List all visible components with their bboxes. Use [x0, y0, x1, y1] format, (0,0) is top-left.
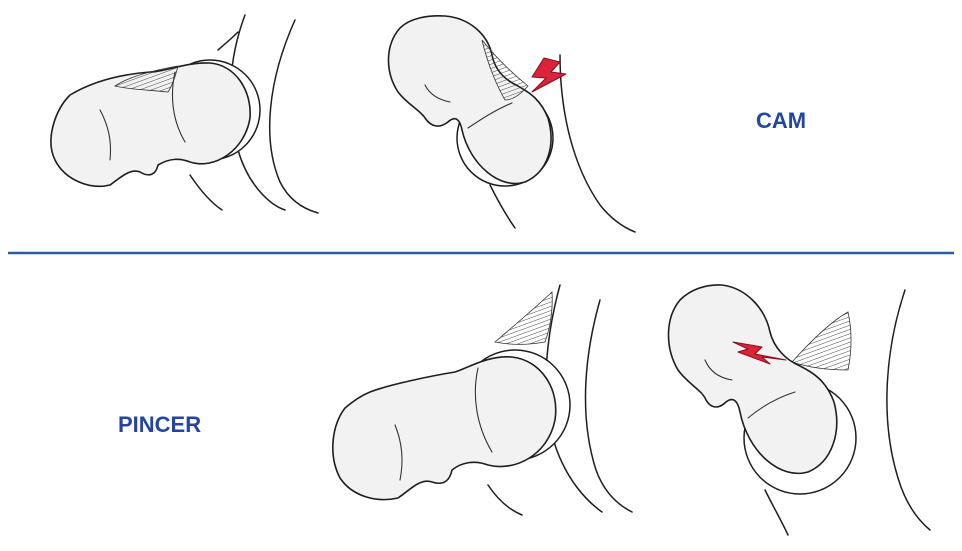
pelvis-lower-line — [490, 185, 515, 228]
pelvis-outline — [887, 290, 930, 530]
pincer-overhang-hatching — [792, 312, 851, 370]
cam-panel: CAM — [51, 15, 806, 232]
cam-label: CAM — [756, 108, 806, 133]
pelvis-lower-line — [765, 490, 788, 535]
ilium-curve — [585, 300, 632, 512]
ilium-curve — [270, 20, 318, 213]
femoral-head-and-neck — [333, 357, 556, 500]
pincer-femur-neutral — [333, 285, 632, 515]
pincer-panel: PINCER — [118, 285, 930, 535]
pincer-overhang-hatching — [495, 292, 552, 344]
pincer-femur-flexed — [668, 285, 930, 535]
inferior-pelvis-line — [190, 175, 222, 210]
cam-femur-flexed — [388, 16, 635, 232]
pelvis-outline — [560, 55, 635, 232]
pincer-label: PINCER — [118, 412, 201, 437]
cam-femur-neutral — [51, 15, 318, 213]
femoral-head-and-neck — [668, 285, 836, 473]
inferior-pelvis-line — [488, 485, 522, 515]
